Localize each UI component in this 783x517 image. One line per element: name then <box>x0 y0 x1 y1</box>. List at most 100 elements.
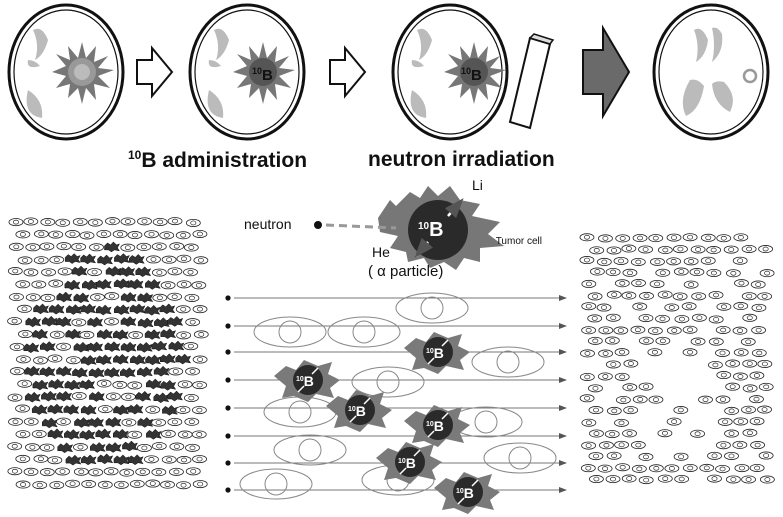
normal-cell-icon <box>129 479 145 488</box>
tumor-cell-icon <box>129 303 146 315</box>
normal-cell-icon <box>239 468 313 500</box>
normal-cell-icon <box>666 417 682 426</box>
normal-cell-icon <box>579 256 595 265</box>
normal-cell-icon <box>169 467 184 476</box>
normal-cell-icon <box>15 430 31 439</box>
tumor-cell-icon <box>104 367 121 378</box>
normal-cell-icon <box>7 393 23 402</box>
tumor-cell-icon <box>137 341 153 353</box>
neutron-dot-icon <box>225 295 231 301</box>
tumor-cell-icon <box>119 266 136 277</box>
normal-cell-icon <box>606 246 622 255</box>
isotope-label: 10 <box>348 406 356 413</box>
tumor-cell-icon <box>159 353 176 365</box>
normal-cell-icon <box>183 393 199 402</box>
normal-cell-icon <box>749 371 765 380</box>
normal-cell-icon <box>734 279 749 288</box>
normal-cell-icon <box>708 360 723 369</box>
tumor-cell-icon <box>64 429 80 440</box>
normal-cell-icon <box>88 468 104 477</box>
normal-cell-icon <box>732 440 748 449</box>
normal-cell-icon <box>25 443 40 452</box>
normal-cell-icon <box>7 442 23 451</box>
normal-cell-icon <box>263 396 337 428</box>
normal-cell-icon <box>104 317 119 326</box>
tumor-cell-icon <box>97 328 113 340</box>
element-label: B <box>434 418 444 434</box>
normal-cell-icon <box>604 336 620 345</box>
normal-cell-icon <box>605 475 621 484</box>
tumor-cell-icon <box>146 378 162 390</box>
neutron-dot-icon <box>225 460 231 466</box>
process-arrow-icon <box>136 45 174 99</box>
normal-cell-icon <box>691 292 707 301</box>
brain-neutron-irradiated: 10B <box>391 3 555 141</box>
normal-cell-icon <box>7 467 23 476</box>
normal-cell-icon <box>622 383 638 392</box>
normal-cell-icon <box>351 366 425 398</box>
normal-cell-icon <box>638 382 654 391</box>
tumor-cell-icon <box>73 292 90 304</box>
tumor-cell-icon <box>104 341 121 352</box>
tumor-cell-icon <box>105 265 122 277</box>
normal-cell-icon <box>33 454 49 463</box>
normal-cell-icon <box>598 349 613 358</box>
normal-cell-icon <box>749 463 765 472</box>
normal-cell-icon <box>581 302 597 311</box>
normal-cell-icon <box>176 254 192 263</box>
normal-cell-icon <box>613 326 629 335</box>
normal-cell-icon <box>589 246 605 255</box>
tumor-icon <box>233 42 295 104</box>
normal-cell-icon <box>715 348 730 357</box>
tumor-cell-icon <box>72 367 88 378</box>
normal-cell-icon <box>657 246 673 255</box>
normal-cell-icon <box>151 418 167 427</box>
normal-cell-icon <box>581 441 597 450</box>
normal-cell-icon <box>699 463 715 472</box>
tumor-cell-icon <box>56 365 73 377</box>
tumor-cell-icon <box>80 303 97 315</box>
normal-cell-icon <box>751 326 767 335</box>
normal-cell-icon <box>15 454 31 463</box>
normal-cell-icon <box>638 336 654 345</box>
tumor-cell-icon <box>145 279 161 290</box>
normal-cell-icon <box>160 480 175 489</box>
normal-cell-icon <box>630 257 646 266</box>
boron-tumor-cell-icon: 10B <box>404 405 470 447</box>
normal-cell-icon <box>192 381 208 390</box>
normal-cell-icon <box>715 464 730 473</box>
normal-cell-icon <box>648 464 664 473</box>
tumor-cell-icon <box>79 379 96 390</box>
normal-cell-icon <box>605 267 621 276</box>
normal-cell-icon <box>638 245 653 254</box>
normal-cell-icon <box>55 218 71 227</box>
normal-cell-icon <box>716 441 731 450</box>
normal-cell-icon <box>605 313 621 322</box>
isotope-label: 10 <box>418 221 430 232</box>
normal-cell-icon <box>185 318 201 327</box>
normal-cell-icon <box>666 257 682 266</box>
normal-cell-icon <box>749 417 765 426</box>
brain-boron-administered: 10B <box>188 3 306 141</box>
normal-cell-icon <box>614 348 630 357</box>
normal-cell-icon <box>120 217 136 226</box>
normal-cell-icon <box>7 317 22 326</box>
normal-cell-icon <box>725 475 741 484</box>
normal-cell-icon <box>615 234 631 243</box>
tumor-cell-icon <box>64 253 81 264</box>
tumor-cell-icon <box>33 303 50 315</box>
normal-cell-icon <box>621 474 637 483</box>
normal-cell-icon <box>758 382 774 391</box>
normal-cell-icon <box>598 234 613 243</box>
tumor-cell-icon <box>146 428 162 440</box>
normal-cell-icon <box>151 468 167 477</box>
element-label: B <box>434 345 444 361</box>
tumor-cell-icon <box>88 367 105 379</box>
normal-cell-icon <box>725 269 741 278</box>
isotope-label: 10 <box>456 488 464 495</box>
normal-cell-icon <box>581 326 597 335</box>
normal-cell-icon <box>23 268 39 277</box>
tumor-cell-icon <box>154 317 170 328</box>
neutron-label: neutron <box>244 216 292 232</box>
